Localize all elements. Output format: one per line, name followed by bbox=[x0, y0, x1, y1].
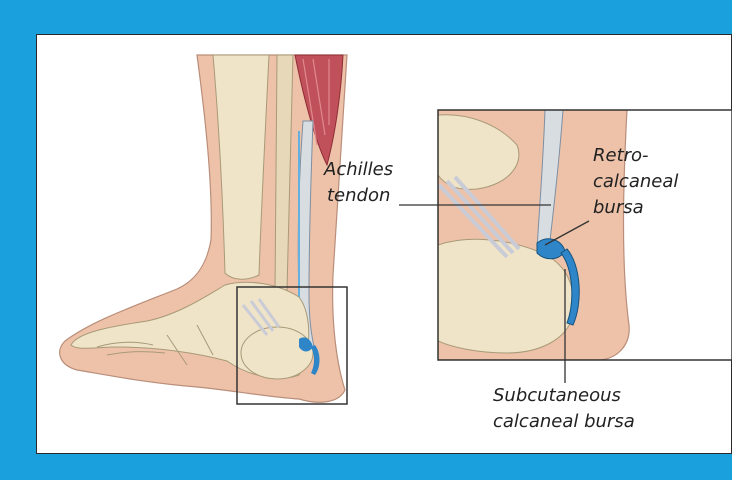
ankle-anatomy-illustration bbox=[37, 35, 732, 455]
illustration-panel: Achilles tendon Retro- calcaneal bursa S… bbox=[36, 34, 732, 454]
leg-and-foot-drawing bbox=[60, 55, 347, 404]
achilles-label-line2: tendon bbox=[327, 185, 390, 207]
subcutaneous-label-line1: Subcutaneous bbox=[493, 385, 621, 407]
retro-label-line3: bursa bbox=[593, 197, 644, 219]
heel-inset bbox=[438, 110, 732, 360]
achilles-label-line1: Achilles bbox=[324, 159, 393, 181]
subcutaneous-label-line2: calcaneal bursa bbox=[493, 411, 635, 433]
retro-label-line1: Retro- bbox=[593, 145, 649, 167]
calcaneus-bone bbox=[241, 327, 313, 379]
retro-label-line2: calcaneal bbox=[593, 171, 678, 193]
